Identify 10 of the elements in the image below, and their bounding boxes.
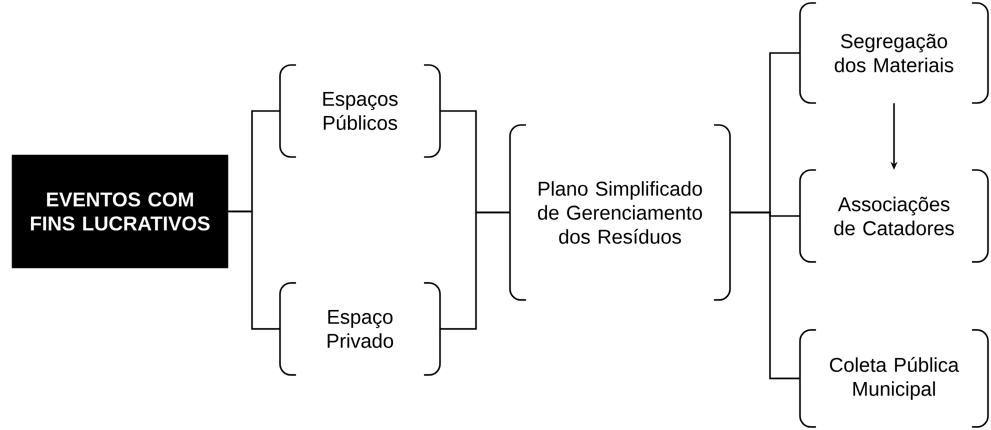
- title-box: EVENTOS COM FINS LUCRATIVOS: [12, 154, 228, 268]
- connector-line: [440, 212, 510, 330]
- connector-line: [730, 212, 800, 380]
- bracket-box: Coleta Pública Municipal: [799, 329, 989, 428]
- connector-line: [228, 210, 280, 330]
- bracket-box: Plano Simplificado de Gerenciamento dos Resíduos: [509, 124, 731, 301]
- bracket-box: Associações de Catadores: [799, 169, 989, 263]
- bracket-box: Segregação dos Materiais: [799, 2, 989, 104]
- bracket-box: Espaços Públicos: [279, 64, 441, 158]
- bracket-box: Espaço Privado: [279, 282, 441, 376]
